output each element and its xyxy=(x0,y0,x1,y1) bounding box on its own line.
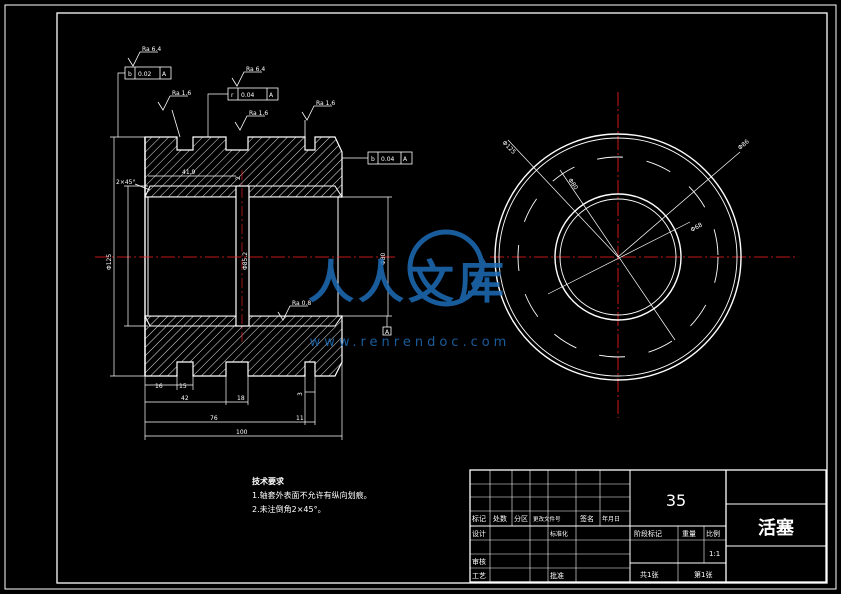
rev-header-sign: 签名 xyxy=(580,514,594,523)
upper-wall xyxy=(144,136,343,198)
tol2-val: 0.04 xyxy=(241,92,255,99)
dia-groove-label: Φ85.2 xyxy=(242,252,249,270)
inner-frame xyxy=(56,12,828,584)
rev-header-count: 处数 xyxy=(493,514,507,523)
lower-wall xyxy=(144,315,343,377)
watermark-logo-circle xyxy=(407,229,485,307)
section-texts: b 0.02 A r 0.04 A b 0.04 A Ra 6.4 Ra 6.4… xyxy=(106,46,408,436)
drawing-title: 活塞 xyxy=(758,517,795,539)
tol1-val: 0.02 xyxy=(138,71,152,78)
sheet-no: 第1张 xyxy=(694,570,712,579)
dim-42: 42 xyxy=(181,395,189,402)
rough-top-mid: Ra 6.4 xyxy=(246,66,265,73)
watermark-url: www.renrendoc.com xyxy=(310,335,511,350)
end-dia-small: Φ68 xyxy=(690,221,704,233)
chamfer-leader xyxy=(134,183,151,191)
tol3-val: 0.04 xyxy=(381,156,395,163)
title-block xyxy=(469,469,827,583)
tol3-ref: A xyxy=(403,156,408,163)
dim-18: 18 xyxy=(237,395,245,402)
groove-circle xyxy=(517,156,719,358)
watermark: 人人文库 www.renrendoc.com xyxy=(308,229,511,350)
groove-width-label: 2 xyxy=(235,176,242,180)
watermark-text: 人人文库 xyxy=(308,255,508,309)
rough-bore: Ra 0.8 xyxy=(292,300,311,307)
tol3-sym: b xyxy=(371,156,375,163)
rev-header-zone: 分区 xyxy=(514,514,528,523)
dim-100: 100 xyxy=(236,429,248,436)
sheet-total: 共1张 xyxy=(640,570,658,579)
dim-11: 11 xyxy=(296,415,304,422)
tech-req-item-2: 2.未注倒角2×45°。 xyxy=(252,504,326,514)
end-dia-outer: Φ125 xyxy=(501,139,518,156)
inner-circle-chamfer xyxy=(559,198,677,316)
dia-inner-label: Φ80 xyxy=(380,252,387,265)
tech-req-item-1: 1.轴套外表面不允许有纵向划痕。 xyxy=(252,490,372,500)
end-view: Φ125 Φ86 Φ80 Φ68 xyxy=(490,92,795,418)
row-standardize: 标准化 xyxy=(550,530,568,538)
tech-requirements: 技术要求 1.轴套外表面不允许有纵向划痕。 2.未注倒角2×45°。 xyxy=(252,476,372,514)
rough-groove-3: Ra 1.6 xyxy=(316,100,335,107)
outer-circle xyxy=(494,133,742,381)
title-block-texts: 标记 处数 分区 更改文件号 签名 年月日 设计 标准化 审核 工艺 批准 阶段… xyxy=(472,514,720,580)
dia-outer-label: Φ125 xyxy=(106,254,113,270)
datum-label: A xyxy=(385,329,390,336)
dim-3: 3 xyxy=(297,392,304,396)
section-view: b 0.02 A r 0.04 A b 0.04 A Ra 6.4 Ra 6.4… xyxy=(95,46,413,440)
tolerance-frame-3 xyxy=(342,151,413,165)
end-dia-inner: Φ80 xyxy=(566,177,579,191)
stage-label: 阶段标记 xyxy=(634,529,662,538)
rough-groove-2: Ra 1.6 xyxy=(249,110,268,117)
dim-76: 76 xyxy=(210,415,218,422)
vertical-dims xyxy=(110,136,392,377)
tol2-ref: A xyxy=(269,92,274,99)
weight-label: 重量 xyxy=(682,530,696,538)
horizontal-dims xyxy=(144,175,343,440)
rev-header-mark: 标记 xyxy=(472,514,486,523)
chamfer-label: 2×45° xyxy=(116,179,135,186)
inner-circle xyxy=(554,193,682,321)
end-view-leaders xyxy=(507,139,741,341)
dim-15: 15 xyxy=(179,383,187,390)
row-approve: 批准 xyxy=(550,571,564,580)
tol2-sym: r xyxy=(231,92,234,99)
row-design: 设计 xyxy=(472,529,486,538)
rev-header-docno: 更改文件号 xyxy=(533,515,561,523)
row-review: 审核 xyxy=(472,557,486,566)
tolerance-frame-1 xyxy=(117,66,172,137)
tech-req-heading: 技术要求 xyxy=(252,476,285,486)
tolerance-frame-2 xyxy=(207,87,279,137)
tol1-sym: b xyxy=(128,71,132,78)
rough-top-left: Ra 6.4 xyxy=(142,46,161,53)
roughness-symbols xyxy=(127,51,332,321)
tol1-ref: A xyxy=(162,71,167,78)
scale-value: 1:1 xyxy=(709,550,720,558)
outer-circle-chamfer xyxy=(498,137,738,377)
scale-label: 比例 xyxy=(706,529,720,538)
end-dia-mid: Φ86 xyxy=(737,138,751,151)
material-value: 35 xyxy=(666,491,686,510)
bore-len-label: 41.9 xyxy=(182,169,196,176)
rough-groove-1: Ra 1.6 xyxy=(172,90,191,97)
outer-frame xyxy=(4,4,837,590)
rev-header-date: 年月日 xyxy=(602,515,620,523)
row-process: 工艺 xyxy=(472,572,486,580)
dim-16: 16 xyxy=(155,383,163,390)
